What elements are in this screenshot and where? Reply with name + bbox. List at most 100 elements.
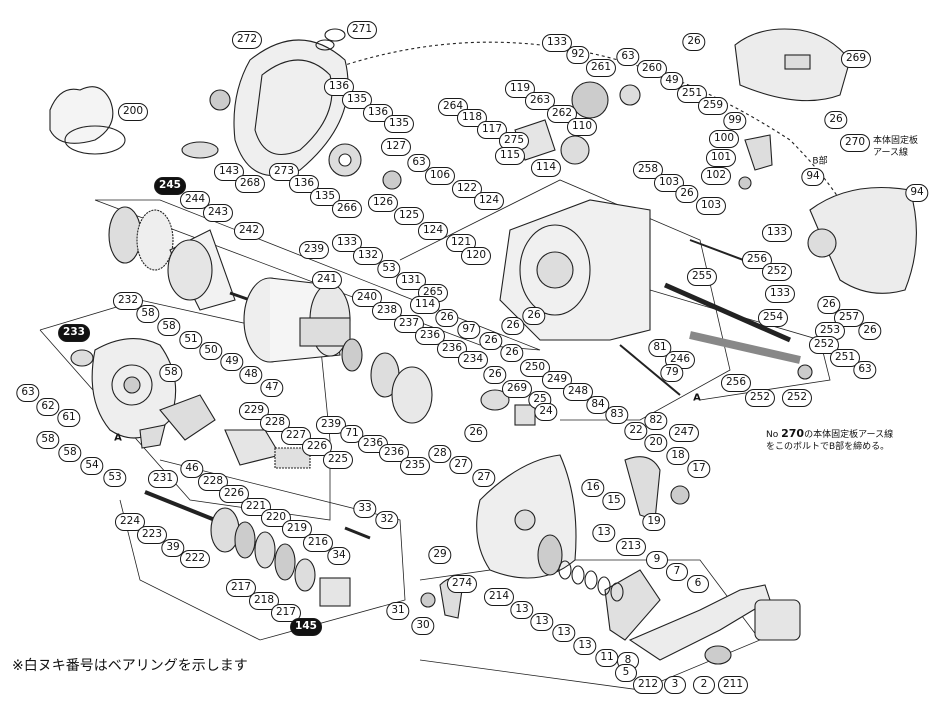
part-callout: 270 xyxy=(839,134,871,152)
part-callout: 228 xyxy=(197,473,229,491)
part-callout: 200 xyxy=(117,103,149,121)
part-callout: 50 xyxy=(199,342,223,360)
part-callout: 229 xyxy=(238,402,270,420)
part-callout: 249 xyxy=(541,371,573,389)
part-callout: 218 xyxy=(248,592,280,610)
part-callout: 58 xyxy=(159,364,183,382)
part-callout: 58 xyxy=(36,431,60,449)
ground-wire-note-line1: 本体固定板 xyxy=(873,136,919,146)
part-callout: 18 xyxy=(666,447,690,465)
part-callout: 217 xyxy=(225,579,257,597)
part-callout: 259 xyxy=(697,97,729,115)
part-callout: 103 xyxy=(695,197,727,215)
part-callout: 236 xyxy=(378,444,410,462)
part-callout: 62 xyxy=(36,398,60,416)
part-callout: 143 xyxy=(213,163,245,181)
part-callout: 30 xyxy=(411,617,435,635)
part-callout: 2 xyxy=(693,676,715,694)
part-callout: 26 xyxy=(858,322,882,340)
part-callout: 63 xyxy=(407,154,431,172)
part-callout: 248 xyxy=(562,383,594,401)
part-callout: 226 xyxy=(218,485,250,503)
part-callout: 271 xyxy=(346,21,378,39)
part-callout: 63 xyxy=(853,361,877,379)
part-callout: 94 xyxy=(801,168,825,186)
part-callout: 61 xyxy=(57,409,81,427)
part-callout: 247 xyxy=(668,424,700,442)
part-callout: 253 xyxy=(814,322,846,340)
part-callout: 24 xyxy=(534,403,558,421)
part-callout: 120 xyxy=(460,247,492,265)
part-callout: 83 xyxy=(605,406,629,424)
part-callout: 255 xyxy=(686,268,718,286)
part-callout: 26 xyxy=(483,366,507,384)
part-callout: 13 xyxy=(510,601,534,619)
part-callout: 20 xyxy=(644,434,668,452)
part-callout: 26 xyxy=(479,332,503,350)
part-callout: 58 xyxy=(157,318,181,336)
part-callout: 6 xyxy=(687,575,709,593)
part-callout: 214 xyxy=(483,588,515,606)
part-callout: 9 xyxy=(646,551,668,569)
part-callout: 31 xyxy=(386,602,410,620)
part-callout: 19 xyxy=(642,513,666,531)
part-callout: 97 xyxy=(457,321,481,339)
spool-group-outline xyxy=(94,199,541,351)
part-callout: 49 xyxy=(220,353,244,371)
part-callout: 106 xyxy=(424,167,456,185)
part-callout: 133 xyxy=(331,234,363,252)
part-callout: 135 xyxy=(309,188,341,206)
part-callout: 257 xyxy=(833,309,865,327)
part-callout: 48 xyxy=(239,366,263,384)
part-callout: 102 xyxy=(700,167,732,185)
part-callout: 13 xyxy=(552,624,576,642)
part-callout: 258 xyxy=(632,161,664,179)
part-callout: 256 xyxy=(720,374,752,392)
part-callout: 51 xyxy=(179,331,203,349)
part-callout: 13 xyxy=(573,637,597,655)
part-callout: 32 xyxy=(375,511,399,529)
part-callout: 223 xyxy=(136,526,168,544)
part-callout: 234 xyxy=(457,351,489,369)
part-callout: 58 xyxy=(58,444,82,462)
part-callout: 135 xyxy=(383,115,415,133)
part-callout: 22 xyxy=(624,422,648,440)
part-callout: 5 xyxy=(615,664,637,682)
part-callout: 81 xyxy=(648,339,672,357)
part-callout: 260 xyxy=(636,60,668,78)
part-callout: 252 xyxy=(744,389,776,407)
marker-a-right: A xyxy=(693,392,701,404)
part-callout: 26 xyxy=(682,33,706,51)
part-callout: 26 xyxy=(501,317,525,335)
part-callout: 26 xyxy=(522,307,546,325)
part-callout: 3 xyxy=(664,676,686,694)
part-callout: 233 xyxy=(58,324,90,342)
bolt-note-rest: の本体固定板アース線 xyxy=(804,430,894,440)
part-callout: 224 xyxy=(114,513,146,531)
part-callout: 262 xyxy=(546,105,578,123)
part-callout: 17 xyxy=(687,460,711,478)
part-callout: 132 xyxy=(352,247,384,265)
part-callout: 133 xyxy=(541,34,573,52)
bolt-note: No 270の本体固定板アース線 をこのボルトでB部を締める。 xyxy=(766,428,893,453)
part-callout: 135 xyxy=(341,91,373,109)
part-callout: 15 xyxy=(602,492,626,510)
part-callout: 256 xyxy=(741,251,773,269)
part-callout: 92 xyxy=(566,46,590,64)
part-callout: 63 xyxy=(16,384,40,402)
marker-a-left: A xyxy=(114,432,122,444)
part-callout: 274 xyxy=(446,575,478,593)
part-callout: 82 xyxy=(644,412,668,430)
part-callout: 26 xyxy=(464,424,488,442)
part-callout: 79 xyxy=(660,364,684,382)
bolt-note-line2: をこのボルトでB部を締める。 xyxy=(766,442,890,452)
bolt-note-prefix: No xyxy=(766,430,779,440)
part-callout: 269 xyxy=(501,380,533,398)
part-callout: 49 xyxy=(660,72,684,90)
part-callout: 237 xyxy=(393,315,425,333)
part-callout: 58 xyxy=(136,305,160,323)
part-callout: 100 xyxy=(708,130,740,148)
part-callout: 26 xyxy=(817,296,841,314)
part-callout: 131 xyxy=(395,272,427,290)
